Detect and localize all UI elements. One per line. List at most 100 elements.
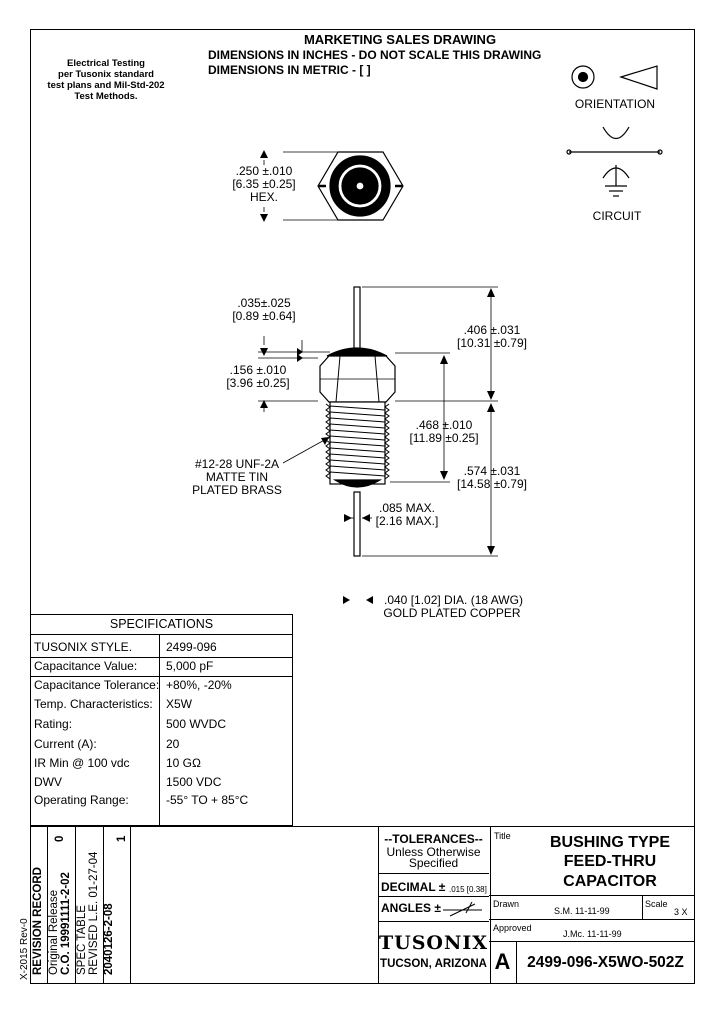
title-line: CAPACITOR — [563, 873, 657, 890]
testing-note-line: Electrical Testing — [67, 58, 145, 69]
tolerances-divider — [378, 896, 489, 897]
revision-divider — [75, 826, 76, 984]
thread-lines — [325, 403, 390, 480]
drawn-value: S.M. 11-11-99 — [554, 906, 610, 916]
revision-divider — [130, 826, 131, 984]
dim-085-inch: .085 MAX. — [378, 501, 436, 515]
scale-label: Scale — [645, 899, 668, 909]
spec-label: Operating Range: — [34, 793, 129, 807]
spec-row: DWV 1500 VDC — [30, 773, 292, 792]
title-line: BUSHING TYPE — [549, 834, 670, 851]
header-line-2: DIMENSIONS IN METRIC - [ ] — [208, 63, 371, 77]
dimension-arrows — [260, 288, 495, 604]
revision-record — [30, 826, 131, 984]
spec-row: Current (A): 20 — [30, 735, 292, 754]
spec-value: X5W — [166, 697, 193, 711]
spec-value: 1500 VDC — [166, 775, 222, 789]
dim-035-inch: .035±.025 — [237, 296, 291, 310]
wire-spec-line-1: .040 [1.02] DIA. (18 AWG) — [384, 593, 523, 607]
spec-label: TUSONIX STYLE. — [34, 640, 133, 654]
spec-row: TUSONIX STYLE. 2499-096 — [30, 638, 292, 658]
revision-1-line-1: SPEC TABLE — [76, 905, 88, 975]
part-number: 2499-096-X5WO-502Z — [527, 954, 684, 971]
scale-value: 3 X — [674, 907, 688, 917]
tolerances-title: --TOLERANCES-- — [384, 832, 483, 846]
tolerances-block — [378, 826, 491, 984]
company-logo: TUSONIX — [379, 932, 488, 954]
specs-column-divider — [159, 634, 160, 826]
title-block-divider — [489, 895, 695, 896]
revision-1-number: 1 — [116, 835, 128, 842]
revision-1-line-2: REVISED L.E. 01-27-04 — [88, 851, 100, 975]
dim-156-inch: .156 ±.010 — [229, 363, 287, 377]
scale-divider — [642, 895, 643, 919]
spec-label: IR Min @ 100 vdc — [34, 756, 130, 770]
title-label: Title — [494, 831, 511, 841]
orientation-icon — [571, 65, 658, 90]
spec-label: Capacitance Tolerance: — [34, 678, 160, 692]
spec-row: Rating: 500 WVDC — [30, 715, 292, 734]
spec-value: 5,000 pF — [166, 659, 214, 673]
specifications-title: SPECIFICATIONS — [109, 617, 214, 631]
spec-row: Temp. Characteristics: X5W — [30, 695, 292, 714]
angles-label: ANGLES ± — [381, 901, 441, 915]
approved-value: J.Mc. 11-11-99 — [563, 929, 622, 939]
orientation-label: ORIENTATION — [574, 97, 656, 111]
hex-dim-metric: [6.35 ±0.25] — [232, 177, 296, 191]
circuit-label: CIRCUIT — [592, 209, 642, 223]
specs-title-divider — [30, 634, 293, 635]
title-block-divider — [489, 941, 695, 942]
spec-value: 10 GΩ — [166, 756, 201, 770]
testing-note-line: Test Methods. — [74, 91, 138, 102]
spec-value: 500 WVDC — [166, 717, 227, 731]
spec-row: Operating Range: -55° TO + 85°C — [30, 791, 292, 810]
approved-label: Approved — [493, 923, 532, 933]
revision-divider — [47, 826, 48, 984]
form-number: X-2015 Rev-0 — [19, 918, 30, 980]
header-line-1: DIMENSIONS IN INCHES - DO NOT SCALE THIS… — [208, 48, 542, 62]
spec-label: Rating: — [34, 717, 73, 731]
thread-spec-line-2: MATTE TIN — [205, 470, 269, 484]
decimal-value: .015 [0.38] — [449, 885, 487, 894]
tolerances-sub-1: Unless Otherwise — [386, 845, 481, 859]
hex-label: HEX. — [249, 190, 278, 204]
title-block-divider — [489, 919, 695, 920]
spec-value: -55° TO + 85°C — [166, 793, 249, 807]
thread-spec-line-3: PLATED BRASS — [192, 483, 282, 497]
wire-spec-line-2: GOLD PLATED COPPER — [383, 606, 521, 620]
testing-note-line: per Tusonix standard — [58, 69, 154, 80]
dimension-lines — [258, 286, 498, 557]
drawing-title: MARKETING SALES DRAWING — [303, 32, 497, 47]
testing-note-line: test plans and Mil-Std-202 — [47, 80, 165, 91]
drawing-frame — [30, 29, 695, 984]
company-city: TUCSON, ARIZONA — [380, 958, 487, 970]
dim-574-inch: .574 ±.031 — [463, 464, 521, 478]
testing-note: Electrical Testing per Tusonix standard … — [36, 58, 176, 102]
tolerances-sub-2: Specified — [408, 856, 459, 870]
spec-row: Capacitance Tolerance: +80%, -20% — [30, 676, 292, 695]
spec-row: IR Min @ 100 vdc 10 GΩ — [30, 754, 292, 773]
dim-156-metric: [3.96 ±0.25] — [226, 376, 290, 390]
revision-divider — [103, 826, 104, 984]
dim-035-metric: [0.89 ±0.64] — [232, 309, 296, 323]
tolerances-divider — [378, 921, 489, 922]
revision-record-title: REVISION RECORD — [32, 867, 44, 975]
dim-406-metric: [10.31 ±0.79] — [457, 336, 527, 350]
spec-label: DWV — [34, 775, 62, 789]
spec-label: Current (A): — [34, 737, 97, 751]
spec-label: Temp. Characteristics: — [34, 697, 153, 711]
hex-dim-inch: .250 ±.010 — [235, 164, 293, 178]
drawn-label: Drawn — [493, 899, 520, 909]
spec-label: Capacitance Value: — [34, 659, 138, 673]
hex-top-view — [263, 151, 404, 221]
dim-574-metric: [14.58 ±0.79] — [457, 477, 527, 491]
revision-0-line-1: Original Release — [48, 889, 60, 975]
dim-468-metric: [11.89 ±0.25] — [409, 431, 479, 445]
circuit-icon — [566, 126, 663, 197]
specifications-table — [30, 614, 293, 826]
spec-row: Capacitance Value: 5,000 pF — [30, 657, 292, 677]
thread-spec-line-1: #12-28 UNF-2A — [194, 457, 280, 471]
size-divider — [516, 941, 517, 984]
decimal-label: DECIMAL ± — [381, 880, 446, 894]
